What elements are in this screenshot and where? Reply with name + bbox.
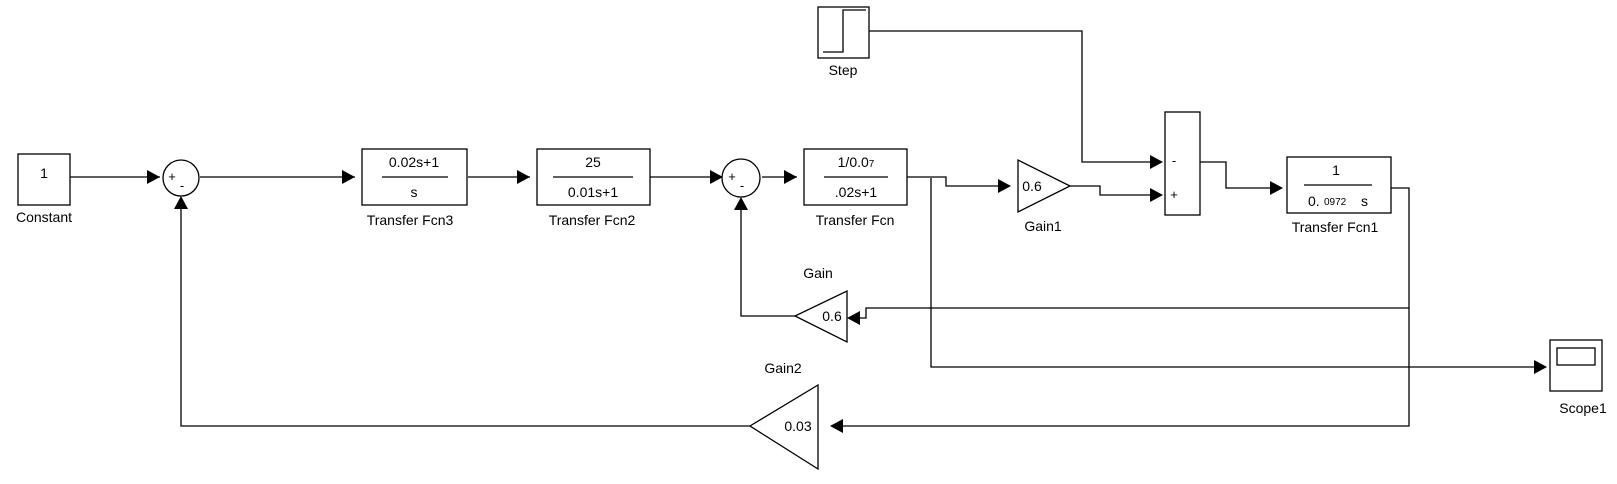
gain2-value: 0.03 (784, 418, 811, 434)
wire-tf-to-scope1 (930, 178, 1537, 368)
tf-numerator: 1/0.07 (838, 154, 875, 170)
sum2-minus-sign: - (740, 178, 744, 193)
gain1-value: 0.6 (1022, 178, 1042, 194)
arrowhead (147, 170, 160, 184)
wire-sum3-to-tf1 (1194, 161, 1273, 189)
transfer-fcn2-label: Transfer Fcn2 (549, 212, 636, 228)
step-label: Step (829, 62, 858, 78)
gain1-label: Gain1 (1024, 218, 1062, 234)
arrowhead (710, 170, 723, 184)
sum3-top-sign: - (1172, 153, 1176, 168)
wire-gain1-to-sum3 (1070, 185, 1153, 196)
scope1-block[interactable] (1549, 339, 1603, 392)
tf-denominator: .02s+1 (835, 184, 878, 200)
arrowhead (734, 197, 748, 210)
sum3-block[interactable]: - + (1164, 111, 1201, 216)
gain1-block[interactable]: 0.6 (1017, 158, 1072, 214)
tf-numerator-sub: 7 (869, 159, 875, 170)
sum1-plus-sign: + (168, 169, 176, 184)
tf3-denominator: s (411, 184, 418, 200)
arrowhead (1150, 155, 1163, 169)
wire-tf1-output (836, 187, 1410, 427)
tf1-numerator: 1 (1332, 162, 1340, 178)
arrowhead (174, 196, 188, 209)
wire-tf1-to-gain (855, 307, 1409, 319)
tf1-denominator-c: s (1361, 193, 1368, 209)
arrowhead (998, 179, 1011, 193)
tf1-denominator-b: 0972 (1324, 197, 1347, 208)
transfer-fcn-block[interactable]: 1/0.07 .02s+1 (803, 148, 908, 206)
arrowhead (342, 170, 355, 184)
transfer-fcn2-block[interactable]: 25 0.01s+1 (536, 148, 651, 206)
transfer-fcn1-block[interactable]: 1 0. 0972 s (1286, 156, 1392, 214)
wire-gain2-to-sum1 (180, 201, 750, 427)
sum2-block[interactable]: + - (721, 158, 761, 198)
wire-step-to-sum3 (869, 30, 1153, 163)
transfer-fcn-label: Transfer Fcn (816, 212, 895, 228)
step-icon (823, 9, 866, 53)
sum2-plus-sign: + (728, 169, 736, 184)
tf-numerator-main: 1/0.0 (838, 154, 869, 170)
scope-screen-icon (1556, 347, 1596, 366)
gain2-block[interactable]: 0.03 (748, 383, 819, 471)
sum3-bottom-sign: + (1170, 187, 1178, 202)
constant-block[interactable]: 1 (17, 153, 71, 206)
tf2-numerator: 25 (585, 154, 601, 170)
step-block[interactable] (817, 6, 870, 59)
wire-gain-to-sum2 (740, 204, 795, 317)
gain-block[interactable]: 0.6 (793, 289, 848, 344)
transfer-fcn3-block[interactable]: 0.02s+1 s (361, 148, 468, 206)
tf2-denominator: 0.01s+1 (568, 184, 618, 200)
transfer-fcn3-label: Transfer Fcn3 (367, 212, 454, 228)
tf3-numerator: 0.02s+1 (389, 154, 439, 170)
signal-wires (70, 30, 1547, 433)
gain-label: Gain (803, 265, 833, 281)
arrowhead (830, 419, 843, 433)
arrowhead (1534, 360, 1547, 374)
sum1-minus-sign: - (180, 178, 184, 193)
sum1-block[interactable]: + - (162, 159, 200, 197)
gain2-label: Gain2 (764, 360, 802, 376)
gain-value: 0.6 (822, 308, 842, 324)
constant-label: Constant (16, 209, 72, 225)
constant-value: 1 (40, 165, 48, 181)
arrowhead (847, 311, 860, 325)
arrowhead (1270, 181, 1283, 195)
arrowhead (517, 170, 530, 184)
arrowhead (1150, 188, 1163, 202)
arrowhead (784, 170, 797, 184)
wire-tf-to-gain1 (907, 176, 1000, 187)
transfer-fcn1-label: Transfer Fcn1 (1292, 219, 1379, 235)
tf1-denominator-a: 0. (1308, 193, 1320, 209)
scope1-label: Scope1 (1559, 400, 1607, 416)
